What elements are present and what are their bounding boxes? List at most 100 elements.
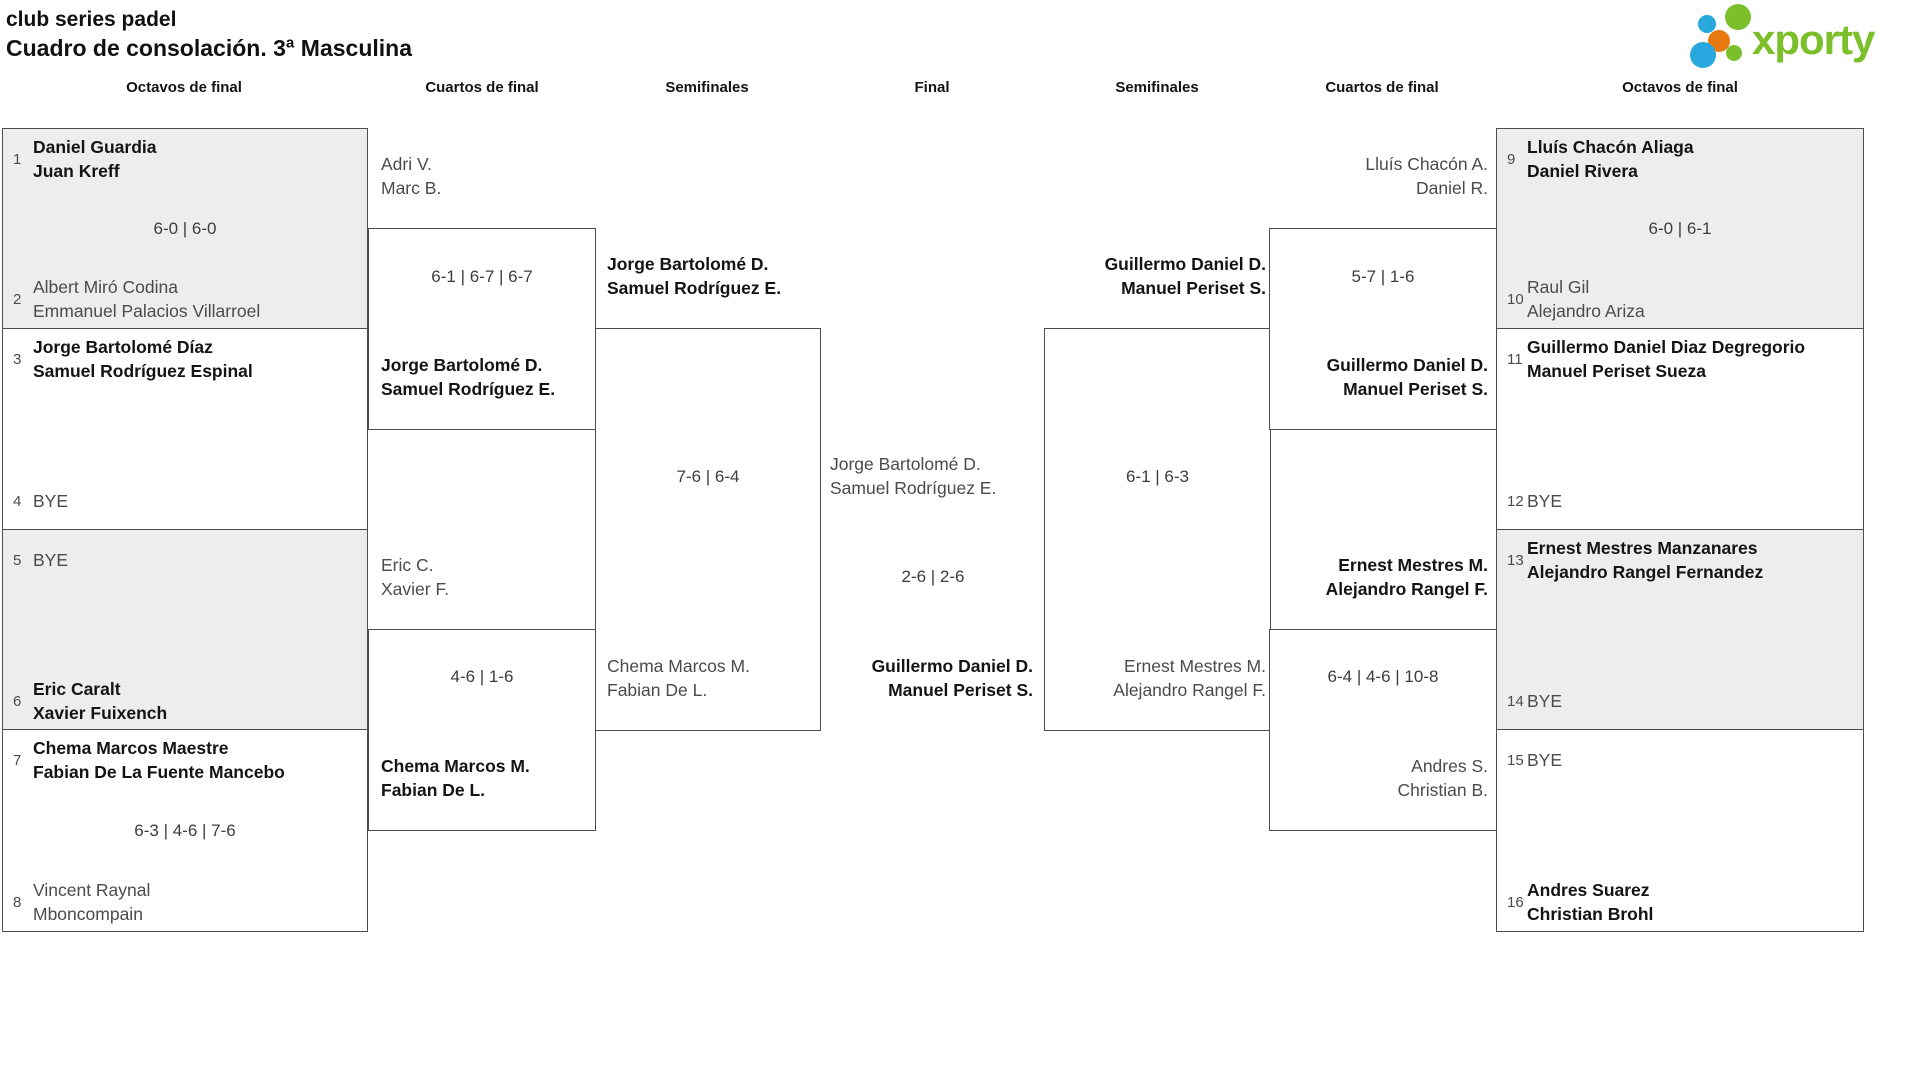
player-name: Jorge Bartolomé D. (381, 355, 543, 375)
player-name: Andres S. (1411, 756, 1488, 776)
match-box-octavos-right-1: 9 Lluís Chacón Aliaga Daniel Rivera 6-0 … (1496, 128, 1864, 329)
team-slot: 11 Guillermo Daniel Diaz Degregorio Manu… (1497, 335, 1863, 383)
team-cuartos-right-2-bottom: Andres S. Christian B. (1278, 754, 1488, 802)
team-names: Jorge Bartolomé Díaz Samuel Rodríguez Es… (33, 335, 253, 383)
team-final-bottom: Guillermo Daniel D. Manuel Periset S. (820, 654, 1033, 702)
match-box-octavos-left-4: 7 Chema Marcos Maestre Fabian De La Fuen… (2, 729, 368, 932)
team-slot: 2 Albert Miró Codina Emmanuel Palacios V… (3, 275, 367, 323)
player-name: Daniel Rivera (1527, 161, 1638, 181)
bye-label: BYE (33, 491, 69, 511)
seed-number: 4 (13, 492, 22, 510)
team-names: BYE (33, 489, 68, 513)
team-names: Andres Suarez Christian Brohl (1527, 878, 1653, 926)
match-score: 4-6 | 1-6 (450, 667, 514, 686)
team-semifinal-right-bottom: Ernest Mestres M. Alejandro Rangel F. (1056, 654, 1266, 702)
player-name: Manuel Periset S. (888, 680, 1033, 700)
player-name: Daniel R. (1416, 178, 1488, 198)
round-header-semis-right: Semifinales (1115, 79, 1199, 96)
match-box-semifinal-left (595, 328, 821, 731)
match-score: 5-7 | 1-6 (1351, 267, 1415, 286)
player-name: Lluís Chacón A. (1365, 154, 1488, 174)
team-slot: 9 Lluís Chacón Aliaga Daniel Rivera (1497, 135, 1863, 183)
round-header-cuartos-right: Cuartos de final (1325, 79, 1439, 96)
player-name: Lluís Chacón Aliaga (1527, 137, 1694, 157)
team-names: Guillermo Daniel Diaz Degregorio Manuel … (1527, 335, 1805, 383)
team-names: Eric Caralt Xavier Fuixench (33, 677, 167, 725)
player-name: Albert Miró Codina (33, 277, 178, 297)
match-box-octavos-left-2: 3 Jorge Bartolomé Díaz Samuel Rodríguez … (2, 328, 368, 531)
player-name: Chema Marcos Maestre (33, 738, 229, 758)
player-name: Eric Caralt (33, 679, 121, 699)
seed-number: 2 (13, 290, 22, 308)
team-cuartos-right-1-bottom: Guillermo Daniel D. Manuel Periset S. (1278, 353, 1488, 401)
player-name: Manuel Periset Sueza (1527, 361, 1706, 381)
seed-number: 16 (1507, 893, 1524, 911)
player-name: Vincent Raynal (33, 880, 151, 900)
player-name: Adri V. (381, 154, 432, 174)
seed-number: 11 (1507, 350, 1523, 368)
match-box-cuartos-right-1 (1269, 228, 1497, 430)
seed-number: 7 (13, 751, 22, 769)
match-box-octavos-right-2: 11 Guillermo Daniel Diaz Degregorio Manu… (1496, 328, 1864, 531)
team-final-top: Jorge Bartolomé D. Samuel Rodríguez E. (830, 452, 996, 500)
player-name: Alejandro Ariza (1527, 301, 1645, 321)
player-name: Chema Marcos M. (607, 656, 750, 676)
player-name: Christian B. (1397, 780, 1488, 800)
player-name: Manuel Periset S. (1343, 379, 1488, 399)
player-name: Alejandro Rangel F. (1325, 579, 1488, 599)
player-name: Guillermo Daniel D. (1326, 355, 1488, 375)
seed-number: 12 (1507, 492, 1524, 510)
player-name: Juan Kreff (33, 161, 120, 181)
seed-number: 14 (1507, 692, 1524, 710)
team-names: BYE (1527, 489, 1562, 513)
player-name: Raul Gil (1527, 277, 1590, 297)
team-cuartos-left-1-top: Adri V. Marc B. (381, 152, 441, 200)
seed-number: 6 (13, 692, 22, 710)
seed-number: 8 (13, 893, 22, 911)
seed-number: 9 (1507, 150, 1516, 168)
team-names: BYE (1527, 689, 1562, 713)
xporty-logo-text: xporty (1752, 16, 1875, 63)
team-names: BYE (33, 548, 68, 572)
player-name: Christian Brohl (1527, 904, 1654, 924)
team-names: Albert Miró Codina Emmanuel Palacios Vil… (33, 275, 260, 323)
player-name: Samuel Rodríguez E. (381, 379, 556, 399)
team-names: Daniel Guardia Juan Kreff (33, 135, 157, 183)
match-score: 2-6 | 2-6 (901, 567, 965, 586)
tournament-title: club series padel (6, 8, 177, 31)
player-name: Fabian De La Fuente Mancebo (33, 762, 285, 782)
round-header-octavos-left: Octavos de final (126, 79, 242, 96)
team-slot: 5 BYE (3, 536, 367, 584)
bye-label: BYE (1527, 491, 1563, 511)
round-header-semis-left: Semifinales (665, 79, 749, 96)
player-name: Guillermo Daniel D. (871, 656, 1033, 676)
xporty-logo-dots-icon (1690, 4, 1751, 68)
match-box-semifinal-right (1044, 328, 1271, 731)
team-cuartos-right-2-top: Ernest Mestres M. Alejandro Rangel F. (1278, 553, 1488, 601)
player-name: Fabian De L. (381, 780, 486, 800)
match-score: 6-4 | 4-6 | 10-8 (1327, 667, 1439, 686)
team-slot: 12 BYE (1497, 477, 1863, 525)
player-name: Emmanuel Palacios Villarroel (33, 301, 261, 321)
player-name: Jorge Bartolomé D. (830, 454, 981, 474)
player-name: Manuel Periset S. (1121, 278, 1266, 298)
round-header-cuartos-left: Cuartos de final (425, 79, 539, 96)
match-score: 6-0 | 6-0 (153, 218, 217, 238)
team-cuartos-left-2-bottom: Chema Marcos M. Fabian De L. (381, 754, 530, 802)
round-header-final: Final (914, 79, 950, 96)
team-slot: 1 Daniel Guardia Juan Kreff (3, 135, 367, 183)
match-score: 6-1 | 6-7 | 6-7 (431, 267, 533, 286)
match-box-octavos-left-1: 1 Daniel Guardia Juan Kreff 6-0 | 6-0 2 … (2, 128, 368, 329)
team-semifinal-left-top: Jorge Bartolomé D. Samuel Rodríguez E. (607, 252, 781, 300)
seed-number: 3 (13, 350, 22, 368)
player-name: Guillermo Daniel Diaz Degregorio (1527, 337, 1806, 357)
player-name: Alejandro Rangel F. (1113, 680, 1266, 700)
match-score: 6-1 | 6-3 (1125, 467, 1189, 486)
team-cuartos-right-1-top: Lluís Chacón A. Daniel R. (1278, 152, 1488, 200)
bye-label: BYE (1527, 750, 1563, 770)
team-slot: 14 BYE (1497, 677, 1863, 725)
seed-number: 15 (1507, 751, 1524, 769)
bye-label: BYE (1527, 691, 1563, 711)
draw-subtitle: Cuadro de consolación. 3ª Masculina (6, 35, 412, 61)
player-name: Ernest Mestres Manzanares (1527, 538, 1758, 558)
